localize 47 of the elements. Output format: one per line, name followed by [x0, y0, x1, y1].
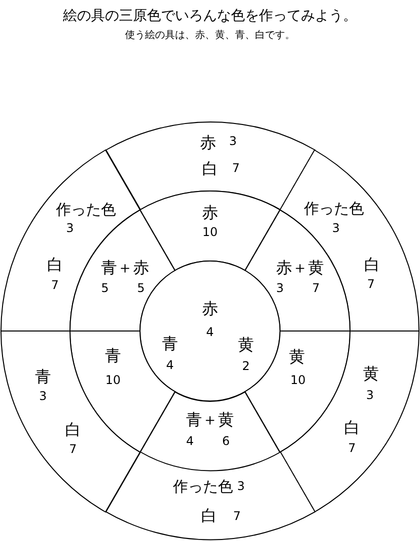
amount-number: 7 — [312, 282, 320, 294]
amount-number: 4 — [206, 326, 214, 338]
amount-number: 3 — [229, 135, 237, 147]
amount-number: 3 — [276, 282, 284, 294]
color-name: 青 — [105, 348, 121, 364]
mixed-color-label: 作った色 — [173, 479, 233, 494]
amount-number: 4 — [186, 434, 194, 447]
amount-number: 6 — [222, 434, 230, 447]
amount-number: 7 — [367, 278, 375, 290]
amount-number: 7 — [233, 510, 241, 522]
amount-number: 5 — [101, 282, 109, 294]
color-name: 黄 — [289, 349, 305, 365]
amount-number: 2 — [242, 360, 250, 372]
color-name: 白 — [344, 420, 360, 436]
amount-number: 4 — [166, 359, 174, 371]
amount-number: 3 — [332, 222, 340, 234]
color-name: 黄 — [363, 366, 379, 382]
mix-name: 赤＋黄 — [276, 260, 324, 276]
amount-number: 7 — [348, 442, 356, 454]
amount-number: 10 — [290, 374, 306, 386]
amount-number: 3 — [66, 222, 74, 234]
amount-number: 3 — [366, 389, 374, 401]
color-name: 青 — [35, 369, 51, 385]
amount-number: 7 — [232, 162, 240, 174]
mixed-color-label: 作った色 — [56, 202, 116, 218]
color-name: 赤 — [202, 205, 218, 221]
color-name: 白 — [47, 256, 63, 273]
amount-number: 7 — [51, 278, 59, 291]
mix-name: 青＋黄 — [186, 412, 234, 428]
color-name: 白 — [201, 508, 217, 524]
amount-number: 10 — [105, 374, 121, 386]
amount-number: 3 — [39, 390, 47, 402]
mixed-color-label: 作った色 — [304, 201, 364, 216]
color-name: 白 — [364, 256, 380, 273]
amount-number: 10 — [202, 226, 218, 238]
amount-number: 3 — [237, 480, 245, 492]
subtitle-note: 使う絵の具は、赤、黄、青、白です。 — [125, 30, 295, 42]
amount-number: 7 — [69, 443, 77, 455]
color-name: 白 — [202, 161, 218, 177]
color-name: 白 — [65, 422, 81, 438]
title: 絵の具の三原色でいろんな色を作ってみよう。 — [63, 8, 357, 26]
color-name: 青 — [162, 336, 178, 352]
color-name: 黄 — [238, 337, 254, 353]
color-name: 赤 — [200, 135, 216, 151]
color-name: 赤 — [202, 301, 218, 317]
mix-name: 青＋赤 — [101, 260, 149, 276]
amount-number: 5 — [137, 282, 145, 294]
